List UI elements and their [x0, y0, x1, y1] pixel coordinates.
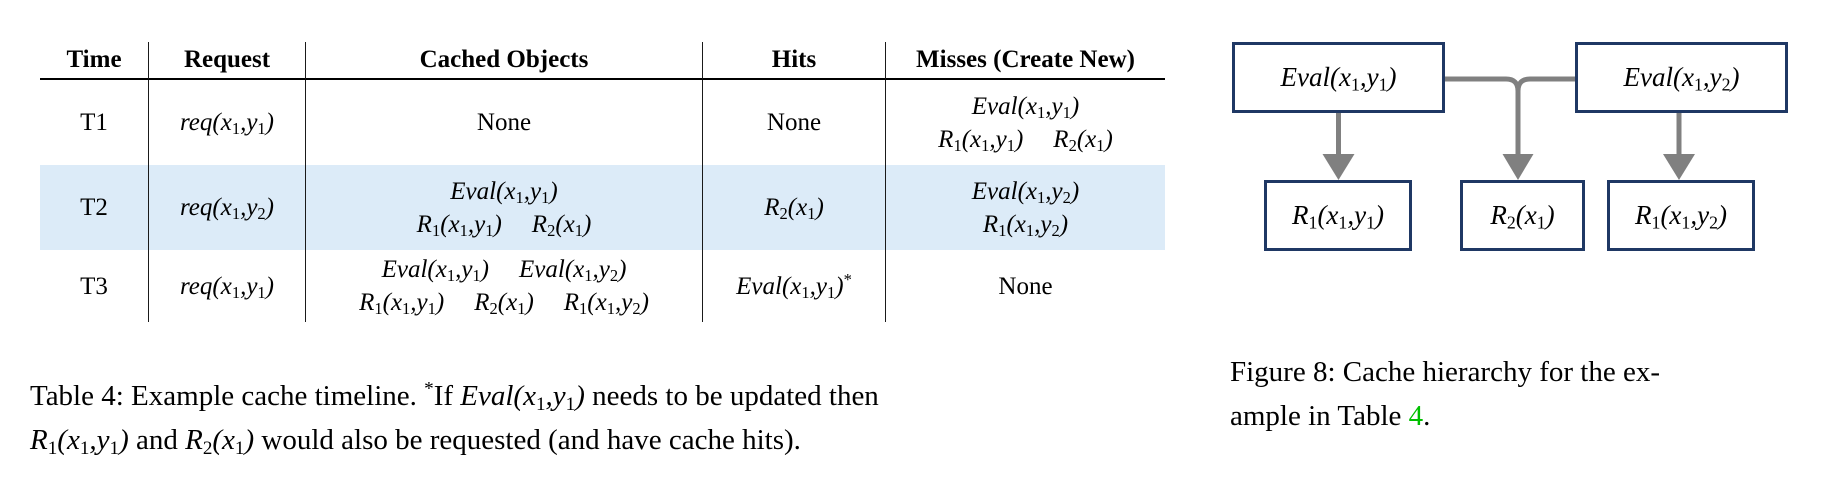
node-eval-x1y1: Eval(x1,y1) — [1232, 42, 1445, 113]
cell-t2-misses: Eval(x1,y2) R1(x1,y2) — [885, 165, 1165, 250]
t2-miss-eval: Eval(x1,y2) — [971, 177, 1080, 207]
t2-cached-eval: Eval(x1,y1) — [450, 177, 558, 207]
node-r2-x1-label: R2(x1) — [1490, 200, 1555, 233]
t1-cached-none: None — [476, 109, 532, 136]
col-header-cached-objects: Cached Objects — [305, 42, 702, 80]
cell-t3-cached: Eval(x1,y1) Eval(x1,y2) R1(x1,y1) R2(x1)… — [305, 250, 702, 322]
col-header-hits: Hits — [702, 42, 885, 80]
t2-cached-r1: R1(x1,y1) — [416, 210, 502, 240]
t2-cached-r2: R2(x1) — [531, 210, 592, 240]
t2-request-value: req(x1,y2) — [179, 194, 274, 224]
t3-request-value: req(x1,y1) — [179, 272, 274, 302]
caption-text: and — [128, 424, 186, 456]
cell-t1-time: T1 — [40, 80, 148, 165]
cell-t1-request: req(x1,y1) — [148, 80, 305, 165]
t2-miss-r1: R1(x1,y2) — [982, 210, 1069, 240]
t3-cached-r2: R2(x1) — [474, 289, 534, 319]
t1-miss-eval: Eval(x1,y1) — [971, 92, 1080, 122]
col-header-time: Time — [40, 42, 148, 80]
t3-cached-eval1: Eval(x1,y1) — [381, 256, 489, 286]
cell-t1-cached: None — [305, 80, 702, 165]
arrow-eval11-to-r11 — [1322, 113, 1355, 180]
node-r1-x1y2: R1(x1,y2) — [1607, 180, 1755, 251]
caption-text: Table 4: Example cache timeline. — [30, 380, 425, 412]
col-header-misses: Misses (Create New) — [885, 42, 1165, 80]
figure-caption-period: . — [1423, 400, 1431, 432]
node-r1-x1y1-label: R1(x1,y1) — [1292, 200, 1384, 233]
t2-label: T2 — [80, 194, 108, 221]
cell-t2-request: req(x1,y2) — [148, 165, 305, 250]
table-caption: Table 4: Example cache timeline. *If Eva… — [30, 374, 1190, 462]
t1-miss-r2: R2(x1) — [1053, 125, 1113, 155]
t2-hit-r2: R2(x1) — [764, 194, 824, 224]
figure-caption-line2: ample in Table — [1230, 400, 1409, 432]
node-eval-x1y2-label: Eval(x1,y2) — [1623, 62, 1740, 95]
caption-math-r2: R2(x1) — [185, 424, 255, 459]
node-r1-x1y1: R1(x1,y1) — [1264, 180, 1412, 251]
figure-caption: Figure 8: Cache hierarchy for the ex- am… — [1230, 350, 1810, 438]
col-header-hits-label: Hits — [771, 46, 817, 73]
t1-request-value: req(x1,y1) — [179, 109, 274, 139]
arrow-eval12-to-r12 — [1663, 113, 1695, 180]
col-header-misses-label: Misses (Create New) — [916, 46, 1135, 73]
cell-t3-misses: None — [885, 250, 1165, 322]
cell-t2-hits: R2(x1) — [702, 165, 885, 250]
cell-t1-misses: Eval(x1,y1) R1(x1,y1) R2(x1) — [885, 80, 1165, 165]
cell-t3-request: req(x1,y1) — [148, 250, 305, 322]
node-eval-x1y2: Eval(x1,y2) — [1575, 42, 1788, 113]
caption-math-eval: Eval(x1,y1) — [460, 380, 585, 415]
connector-merge-arrow-to-r2 — [1445, 76, 1575, 180]
t1-label: T1 — [80, 109, 108, 136]
cell-t2-cached: Eval(x1,y1) R1(x1,y1) R2(x1) — [305, 165, 702, 250]
t3-cached-r1b: R1(x1,y2) — [563, 289, 649, 319]
caption-footnote-star: *If — [424, 378, 461, 412]
caption-text: needs to be updated then — [584, 380, 879, 412]
node-r1-x1y2-label: R1(x1,y2) — [1635, 200, 1727, 233]
diagram-arrows-layer — [1322, 76, 1695, 180]
col-header-request: Request — [148, 42, 305, 80]
cache-hierarchy-diagram: Eval(x1,y1) Eval(x1,y2) R1(x1,y1) R2(x1)… — [1230, 40, 1810, 255]
col-header-time-label: Time — [66, 46, 122, 73]
col-header-request-label: Request — [183, 46, 271, 73]
figure-caption-line1: Figure 8: Cache hierarchy for the ex- — [1230, 356, 1660, 388]
cache-timeline-table: Time Request Cached Objects Hits Misses … — [40, 42, 1165, 322]
cell-t3-time: T3 — [40, 250, 148, 322]
cell-t3-hits: Eval(x1,y1)* — [702, 250, 885, 322]
table-4-reference-link[interactable]: 4 — [1408, 400, 1424, 432]
t3-label: T3 — [80, 272, 108, 300]
t3-miss-none: None — [998, 272, 1053, 300]
col-header-cached-objects-label: Cached Objects — [419, 46, 589, 73]
t1-miss-r1: R1(x1,y1) — [938, 125, 1024, 155]
caption-text: would also be requested (and have cache … — [254, 424, 801, 456]
cell-t1-hits: None — [702, 80, 885, 165]
node-r2-x1: R2(x1) — [1460, 180, 1585, 251]
t1-hits-none: None — [766, 109, 822, 136]
t3-hit-eval-star: Eval(x1,y1)* — [736, 269, 852, 302]
cell-t2-time: T2 — [40, 165, 148, 250]
t3-cached-eval2: Eval(x1,y2) — [519, 256, 627, 286]
t3-cached-r1a: R1(x1,y1) — [359, 289, 445, 319]
node-eval-x1y1-label: Eval(x1,y1) — [1280, 62, 1397, 95]
caption-math-r1: R1(x1,y1) — [30, 424, 129, 459]
